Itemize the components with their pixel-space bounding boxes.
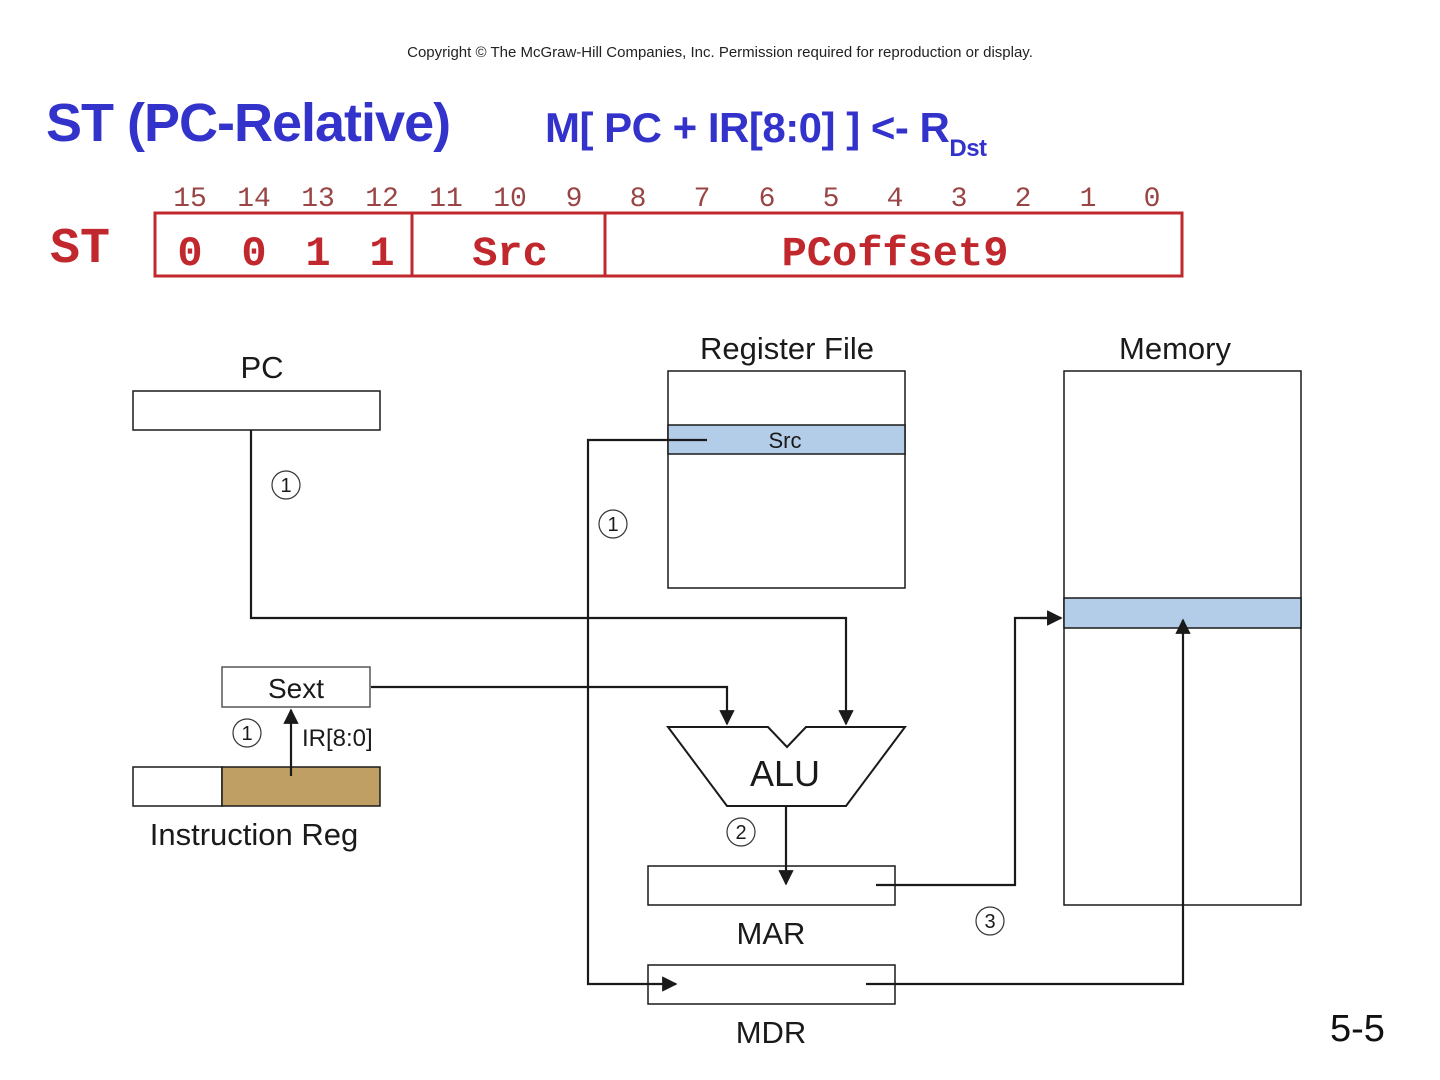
wire-sext-to-alu: [371, 685, 735, 726]
step-number: 1: [241, 723, 252, 745]
bit-number: 3: [951, 184, 968, 215]
sext-unit: Sext: [221, 666, 371, 708]
bit-number: 6: [759, 184, 776, 215]
register-src-label: Src: [769, 428, 802, 453]
slide-title: ST (PC-Relative): [46, 93, 451, 153]
ir-field-label: IR[8:0]: [302, 725, 373, 752]
opcode-bit: 0: [241, 230, 266, 278]
step-number: 1: [280, 475, 291, 497]
step-marker-ir: 1: [232, 718, 262, 748]
field-pcoffset9: PCoffset9: [782, 230, 1009, 278]
mdr-box: [647, 964, 896, 1005]
mdr-register: MDR: [647, 964, 896, 1050]
encoding-box: [153, 211, 1184, 278]
step-marker-src: 1: [598, 509, 628, 539]
wire-pc-to-alu: [249, 430, 854, 726]
register-file-box: [667, 370, 906, 589]
register-file-label: Register File: [700, 331, 874, 366]
sext-label: Sext: [268, 673, 324, 704]
step-marker-pc: 1: [271, 470, 301, 500]
alu-label: ALU: [750, 753, 820, 794]
pc-register: PC: [132, 350, 381, 431]
bit-number: 7: [694, 184, 711, 215]
encoding-mnemonic: ST: [50, 221, 110, 278]
mdr-label: MDR: [736, 1015, 807, 1050]
page-number: 5-5: [1330, 1008, 1385, 1050]
step-number: 1: [607, 514, 618, 536]
bit-number: 9: [566, 184, 583, 215]
sext-box: [221, 666, 371, 708]
rtl-subscript: Dst: [949, 135, 987, 162]
step-markers: 1 1 1 2 3: [232, 470, 1005, 936]
register-src-row: [667, 424, 906, 455]
mar-register: MAR: [647, 865, 896, 951]
rtl-main: M[ PC + IR[8:0] ] <- R: [545, 104, 950, 151]
alu-shape: [666, 726, 907, 807]
rtl-description: M[ PC + IR[8:0] ] <- RDst: [545, 104, 987, 163]
pc-label: PC: [240, 350, 283, 385]
wire-mar-to-memory: [876, 610, 1063, 887]
ir-upper-bits: [132, 766, 223, 807]
bit-number: 0: [1144, 184, 1161, 215]
pc-box: [132, 390, 381, 431]
step-number: 3: [984, 911, 995, 933]
register-file: Register File Src: [667, 331, 906, 589]
bit-number: 2: [1015, 184, 1032, 215]
step-number: 2: [735, 822, 746, 844]
opcode-bit: 1: [369, 230, 394, 278]
alu: ALU: [666, 726, 907, 807]
ir-label: Instruction Reg: [150, 817, 359, 852]
wire-src-to-mdr: [586, 438, 707, 992]
bit-number: 5: [823, 184, 840, 215]
mar-box: [647, 865, 896, 906]
bit-number: 10: [493, 184, 527, 215]
bit-number: 15: [173, 184, 207, 215]
opcode-bit: 1: [305, 230, 330, 278]
bit-number: 11: [429, 184, 463, 215]
bit-number-row: 15 14 13 12 11 10 9 8 7 6 5 4 3 2 1 0: [173, 184, 1160, 215]
bit-number: 8: [630, 184, 647, 215]
bit-number: 4: [887, 184, 904, 215]
instruction-register: Instruction Reg IR[8:0]: [132, 725, 381, 852]
bit-number: 1: [1080, 184, 1097, 215]
ir-offset-field: [221, 766, 381, 807]
instruction-encoding: ST 15 14 13 12 11 10 9 8 7 6 5 4 3 2 1 0…: [50, 184, 1184, 278]
bit-number: 13: [301, 184, 335, 215]
opcode-bit: 0: [177, 230, 202, 278]
bit-number: 14: [237, 184, 271, 215]
step-marker-alu: 2: [726, 817, 756, 847]
field-src: Src: [472, 230, 548, 278]
bit-number: 12: [365, 184, 399, 215]
copyright-notice: Copyright © The McGraw-Hill Companies, I…: [407, 44, 1033, 61]
step-marker-memory: 3: [975, 906, 1005, 936]
mar-label: MAR: [737, 916, 806, 951]
memory-label: Memory: [1119, 331, 1231, 366]
